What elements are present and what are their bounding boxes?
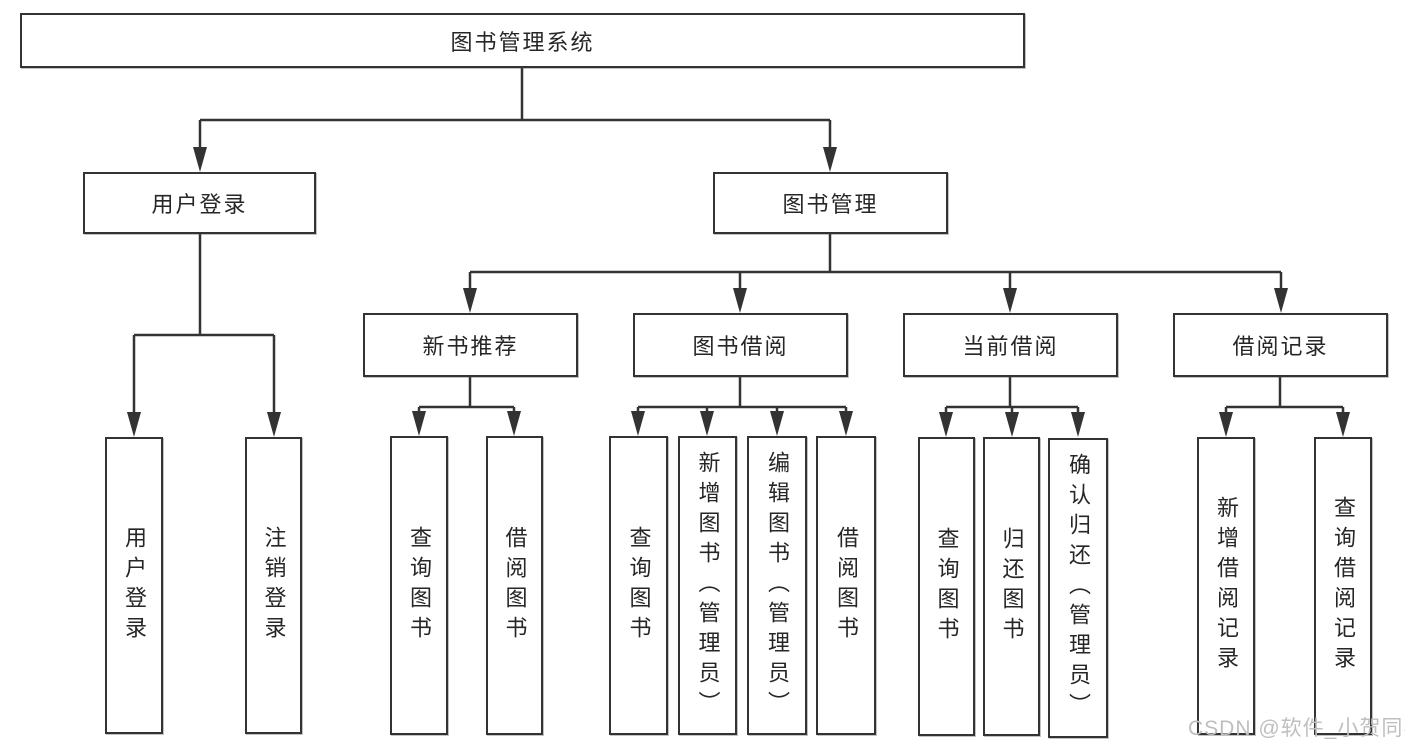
leaf-confirm-return-admin: 确认归还（管理员）	[1048, 438, 1108, 738]
arrow-down-icon	[700, 411, 714, 436]
connector-borrow-records-to-children	[1224, 377, 1345, 414]
connector-new-book-to-children	[417, 377, 516, 414]
csdn-watermark: CSDN @软件_小贺同学	[1188, 717, 1405, 740]
arrowheads	[127, 147, 1350, 437]
arrow-down-icon	[1003, 288, 1017, 313]
arrow-down-icon	[1336, 412, 1350, 437]
connector-user-login-to-children	[132, 234, 276, 414]
arrow-down-icon	[823, 147, 837, 172]
leaf-borrow-books-recommend: 借阅图书	[486, 436, 543, 735]
leaf-borrow-books: 借阅图书	[816, 436, 876, 735]
arrow-down-icon	[463, 288, 477, 313]
arrow-down-icon	[1071, 412, 1085, 437]
leaf-add-borrow-record: 新增借阅记录	[1197, 437, 1255, 735]
connector-book-management-to-level3	[468, 234, 1283, 291]
leaf-query-books-recommend: 查询图书	[390, 436, 448, 735]
arrow-down-icon	[733, 288, 747, 313]
node-book-borrowing: 图书借阅	[633, 313, 848, 377]
leaf-logout-login: 注销登录	[245, 437, 302, 734]
leaf-return-book: 归还图书	[983, 437, 1040, 736]
connector-root-to-level2	[198, 68, 832, 150]
leaf-user-login: 用户登录	[105, 437, 163, 734]
arrow-down-icon	[193, 147, 207, 172]
leaf-query-books-current: 查询图书	[918, 437, 975, 736]
node-new-book-recommendation: 新书推荐	[363, 313, 578, 377]
arrow-down-icon	[770, 411, 784, 436]
leaf-query-borrow-record: 查询借阅记录	[1314, 437, 1372, 735]
arrow-down-icon	[507, 411, 521, 436]
node-user-login: 用户登录	[83, 172, 316, 234]
arrow-down-icon	[1219, 412, 1233, 437]
arrow-down-icon	[839, 411, 853, 436]
node-borrowing-records: 借阅记录	[1173, 313, 1388, 377]
arrow-down-icon	[939, 412, 953, 437]
node-library-management-system: 图书管理系统	[20, 13, 1025, 68]
connector-current-borrow-to-children	[944, 377, 1080, 414]
arrow-down-icon	[267, 412, 281, 437]
node-book-management: 图书管理	[713, 172, 948, 234]
connector-book-borrow-to-children	[636, 377, 848, 414]
leaf-edit-book-admin: 编辑图书（管理员）	[747, 436, 807, 735]
node-current-borrowing: 当前借阅	[903, 313, 1118, 377]
arrow-down-icon	[1005, 412, 1019, 437]
leaf-add-book-admin: 新增图书（管理员）	[678, 436, 737, 735]
arrow-down-icon	[127, 412, 141, 437]
leaf-query-books-borrow: 查询图书	[609, 436, 668, 735]
arrow-down-icon	[631, 411, 645, 436]
arrow-down-icon	[412, 411, 426, 436]
arrow-down-icon	[1274, 288, 1288, 313]
